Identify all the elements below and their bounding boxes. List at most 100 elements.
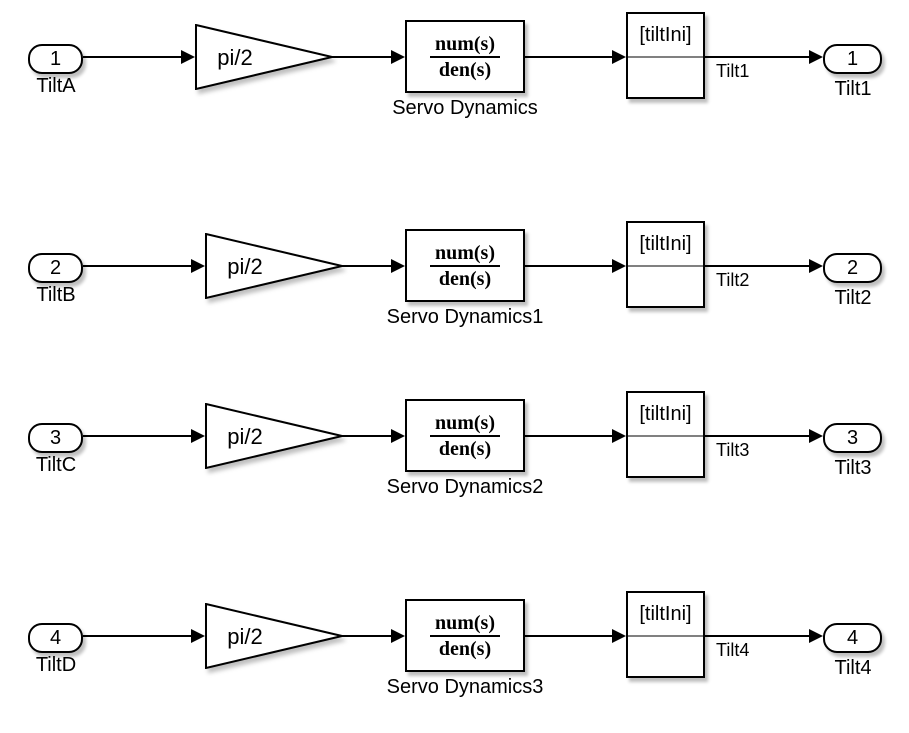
gain-block[interactable]	[205, 403, 345, 469]
wire[interactable]	[705, 635, 809, 637]
signal-label[interactable]: Tilt3	[716, 440, 750, 460]
transfer-fcn-block[interactable]: num(s) den(s)	[405, 599, 525, 672]
model-row: 2 TiltB pi/2 num(s) den(s) Servo Dynamic…	[0, 209, 909, 339]
inport-number: 1	[49, 47, 62, 70]
wire[interactable]	[525, 635, 612, 637]
inport-number: 3	[49, 426, 62, 449]
tf-denominator: den(s)	[438, 267, 492, 290]
tf-denominator: den(s)	[438, 58, 492, 81]
wire[interactable]	[342, 435, 391, 437]
transfer-fcn-block[interactable]: num(s) den(s)	[405, 399, 525, 472]
arrowhead-icon	[191, 259, 205, 273]
wire[interactable]	[83, 265, 191, 267]
ic-tag-block[interactable]: [tiltIni]	[626, 391, 705, 478]
signal-label[interactable]: Tilt4	[716, 640, 750, 660]
ic-tag-block[interactable]: [tiltIni]	[626, 591, 705, 678]
ic-divider	[628, 265, 703, 267]
outport-label: Tilt2	[834, 287, 872, 309]
transfer-fcn-block[interactable]: num(s) den(s)	[405, 229, 525, 302]
model-row: 4 TiltD pi/2 num(s) den(s) Servo Dynamic…	[0, 579, 909, 709]
transfer-fcn-fraction: num(s) den(s)	[429, 412, 500, 460]
gain-block[interactable]	[205, 603, 345, 669]
arrowhead-icon	[612, 429, 626, 443]
arrowhead-icon	[809, 259, 823, 273]
gain-block[interactable]	[195, 24, 335, 90]
transfer-fcn-fraction: num(s) den(s)	[429, 242, 500, 290]
wire[interactable]	[342, 265, 391, 267]
inport-label: TiltC	[35, 454, 77, 476]
wire[interactable]	[525, 435, 612, 437]
model-row: 1 TiltA pi/2 num(s) den(s) Servo Dynamic…	[0, 0, 909, 130]
arrowhead-icon	[809, 429, 823, 443]
transfer-fcn-fraction: num(s) den(s)	[429, 33, 500, 81]
ic-tag: [tiltIni]	[639, 233, 692, 255]
signal-label[interactable]: Tilt2	[716, 270, 750, 290]
ic-tag-block[interactable]: [tiltIni]	[626, 12, 705, 99]
arrowhead-icon	[391, 259, 405, 273]
tf-numerator: num(s)	[429, 612, 500, 637]
arrowhead-icon	[612, 50, 626, 64]
signal-label[interactable]: Tilt1	[716, 61, 750, 81]
outport-label: Tilt4	[834, 657, 872, 679]
outport-number: 3	[846, 426, 859, 449]
transfer-fcn-name: Servo Dynamics	[392, 97, 538, 119]
ic-tag: [tiltIni]	[639, 24, 692, 46]
wire[interactable]	[83, 435, 191, 437]
wire[interactable]	[342, 635, 391, 637]
gain-value: pi/2	[227, 254, 263, 279]
outport-block[interactable]: 4	[823, 623, 882, 653]
outport-block[interactable]: 2	[823, 253, 882, 283]
arrowhead-icon	[809, 50, 823, 64]
transfer-fcn-name: Servo Dynamics1	[386, 306, 544, 328]
arrowhead-icon	[612, 629, 626, 643]
tf-denominator: den(s)	[438, 437, 492, 460]
ic-tag-block[interactable]: [tiltIni]	[626, 221, 705, 308]
ic-divider	[628, 435, 703, 437]
tf-denominator: den(s)	[438, 637, 492, 660]
wire[interactable]	[705, 56, 809, 58]
outport-number: 4	[846, 626, 859, 649]
gain-value: pi/2	[227, 624, 263, 649]
outport-block[interactable]: 3	[823, 423, 882, 453]
model-row: 3 TiltC pi/2 num(s) den(s) Servo Dynamic…	[0, 379, 909, 509]
transfer-fcn-name: Servo Dynamics3	[386, 676, 544, 698]
inport-block[interactable]: 2	[28, 253, 83, 283]
inport-label: TiltA	[36, 75, 76, 97]
arrowhead-icon	[809, 629, 823, 643]
inport-block[interactable]: 4	[28, 623, 83, 653]
outport-label: Tilt1	[834, 78, 872, 100]
ic-divider	[628, 56, 703, 58]
arrowhead-icon	[391, 429, 405, 443]
inport-label: TiltD	[35, 654, 77, 676]
inport-block[interactable]: 3	[28, 423, 83, 453]
wire[interactable]	[705, 435, 809, 437]
wire[interactable]	[83, 56, 181, 58]
wire[interactable]	[332, 56, 391, 58]
outport-block[interactable]: 1	[823, 44, 882, 74]
arrowhead-icon	[612, 259, 626, 273]
wire[interactable]	[525, 265, 612, 267]
gain-value: pi/2	[217, 45, 253, 70]
arrowhead-icon	[391, 50, 405, 64]
tf-numerator: num(s)	[429, 412, 500, 437]
transfer-fcn-block[interactable]: num(s) den(s)	[405, 20, 525, 93]
outport-number: 2	[846, 256, 859, 279]
transfer-fcn-name: Servo Dynamics2	[386, 476, 544, 498]
inport-block[interactable]: 1	[28, 44, 83, 74]
inport-label: TiltB	[36, 284, 76, 306]
gain-block[interactable]	[205, 233, 345, 299]
arrowhead-icon	[181, 50, 195, 64]
inport-number: 4	[49, 626, 62, 649]
ic-tag: [tiltIni]	[639, 603, 692, 625]
wire[interactable]	[705, 265, 809, 267]
arrowhead-icon	[391, 629, 405, 643]
wire[interactable]	[83, 635, 191, 637]
arrowhead-icon	[191, 429, 205, 443]
outport-label: Tilt3	[834, 457, 872, 479]
tf-numerator: num(s)	[429, 242, 500, 267]
transfer-fcn-fraction: num(s) den(s)	[429, 612, 500, 660]
wire[interactable]	[525, 56, 612, 58]
outport-number: 1	[846, 47, 859, 70]
tf-numerator: num(s)	[429, 33, 500, 58]
